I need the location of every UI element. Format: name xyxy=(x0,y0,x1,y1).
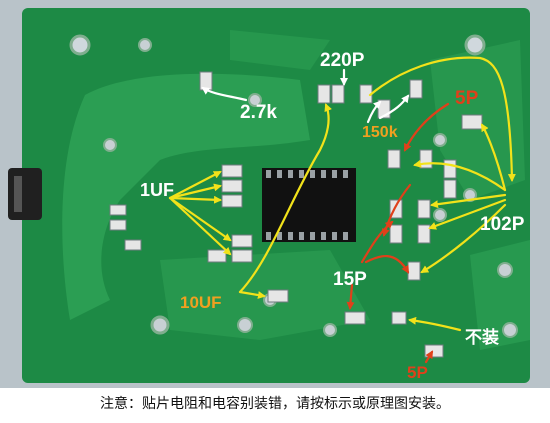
label-150k: 150k xyxy=(362,124,398,141)
label-5p-bottom: 5P xyxy=(407,363,428,382)
label-102p: 102P xyxy=(480,214,525,235)
label-15p: 15P xyxy=(333,269,367,290)
main-ic xyxy=(262,168,356,242)
label-220p: 220P xyxy=(320,50,365,71)
annotation-arrows xyxy=(168,56,516,364)
component-labels: 220P 2.7k 150k 5P 1UF 102P 10UF 15P 不装 5… xyxy=(140,50,525,382)
label-2-7k: 2.7k xyxy=(240,102,277,123)
caption: 注意：贴片电阻和电容别装错，请按标示或原理图安装。 xyxy=(100,396,450,412)
label-not-fitted: 不装 xyxy=(465,327,499,347)
label-10uf: 10UF xyxy=(180,293,222,312)
pcb-photo: 220P 2.7k 150k 5P 1UF 102P 10UF 15P 不装 5… xyxy=(0,0,550,388)
label-1uf: 1UF xyxy=(140,180,174,200)
label-5p-top: 5P xyxy=(455,88,479,109)
